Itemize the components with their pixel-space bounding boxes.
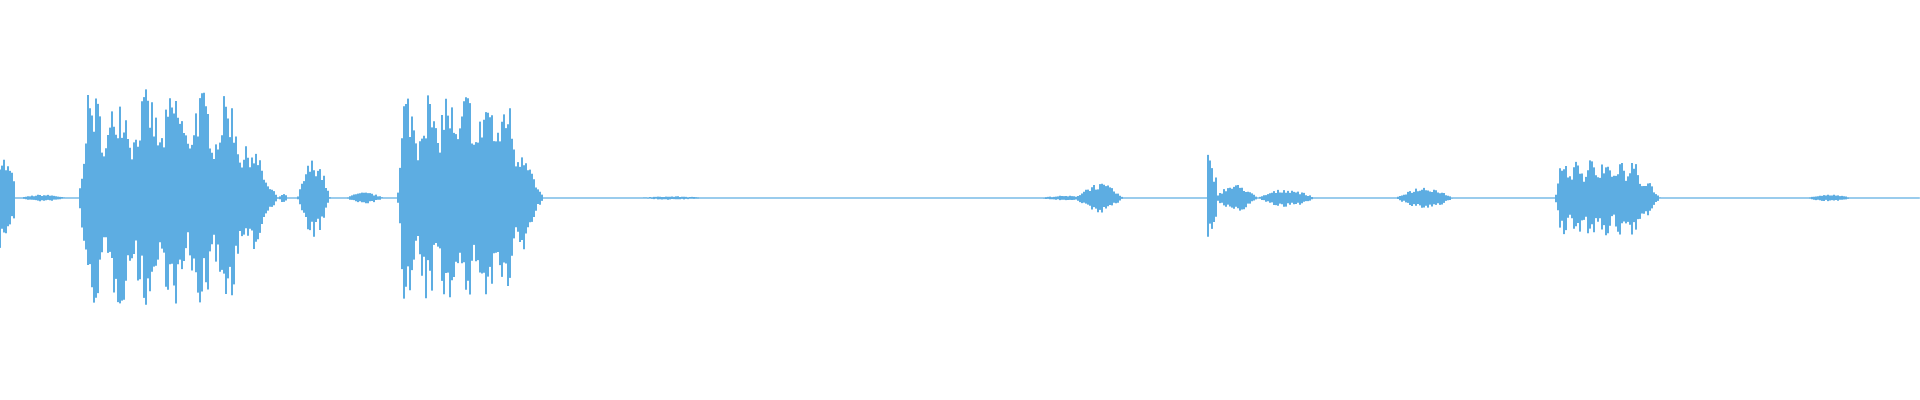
waveform-bars bbox=[0, 89, 1920, 305]
waveform-trace bbox=[0, 89, 1919, 305]
